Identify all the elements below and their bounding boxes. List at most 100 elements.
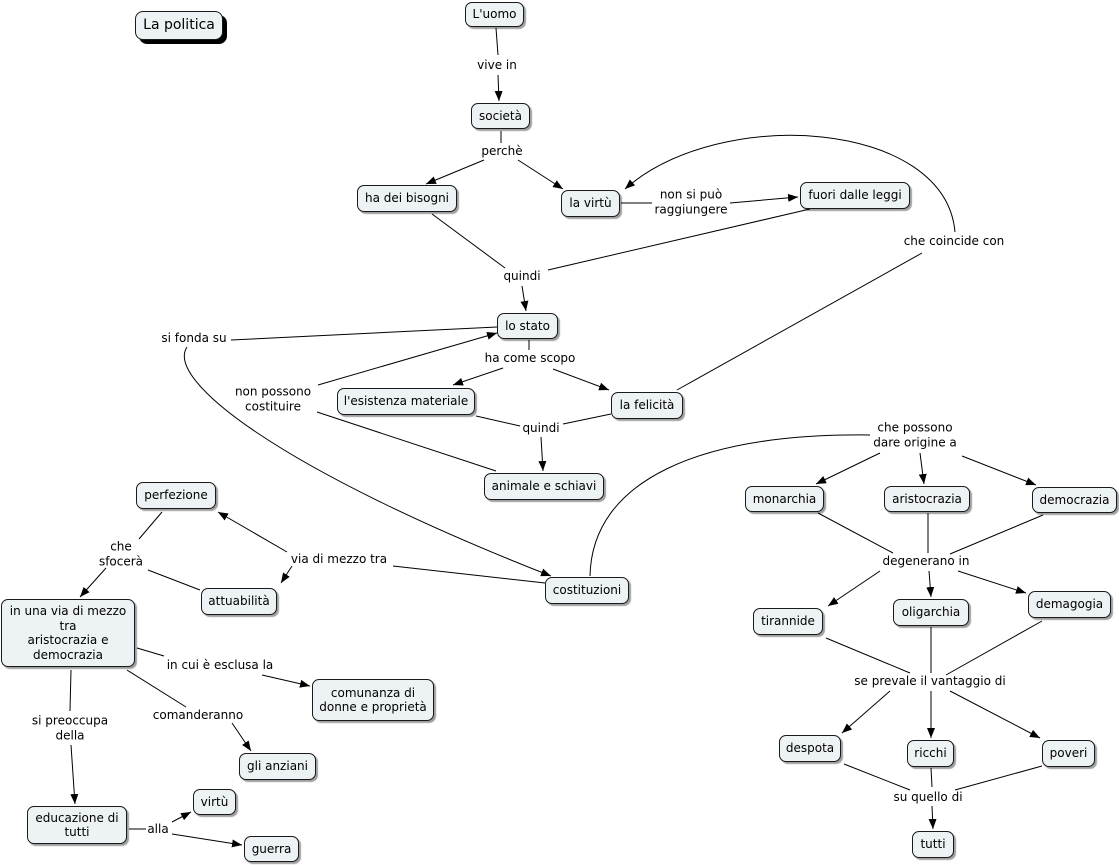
link-alla: alla [147,821,169,836]
concept-despota: despota [779,735,841,762]
link-se-prevale-il-vantaggio-di: se prevale il vantaggio di [854,673,1006,688]
line-poveri-to-su-quello [954,765,1043,791]
line-felicita-to-coincide [676,252,923,391]
arrow-su-quello-to-tutti [928,805,937,830]
line-attuabilita-to-sfocera [147,569,201,591]
link-quindi-2: quindi [522,420,560,435]
concept-tutti: tutti [912,831,954,858]
concept-la-felicita: la felicità [611,392,683,419]
line-esistenza-to-quindi [475,415,521,427]
concept-attuabilita: attuabilità [201,588,277,615]
concept-esistenza-materiale: l'esistenza materiale [337,388,475,415]
arrow-coincide-to-virtu [624,134,956,233]
link-si-fonda-su: si fonda su [161,330,227,345]
arrow-quindi-to-stato [520,285,529,312]
concept-oligarchia: oligarchia [893,599,969,626]
arrow-dare-origine-to-democrazia [961,455,1037,486]
concept-comunanza: comunanza di donne e proprietà [312,679,434,721]
line-felicita-to-quindi [562,413,612,425]
arrow-quindi-to-animale [538,436,547,472]
arrow-comanderanno-to-anziani [231,722,252,752]
link-comanderanno: comanderanno [152,707,244,722]
arrow-preoccupa-to-educazione [70,744,79,805]
link-che-possono-dare-origine-a: che possono dare origine a [873,420,957,450]
link-quindi-1: quindi [503,268,541,283]
link-ha-come-scopo: ha come scopo [484,350,576,365]
arrow-alla-to-virtu [171,811,192,823]
arrow-sfocera-to-via-mezzo [79,567,107,598]
arrow-non-si-puo-to-leggi [729,193,799,204]
link-si-preoccupa-della: si preoccupa della [31,713,109,743]
arrow-alla-to-guerra [171,833,243,848]
link-vive-in: vive in [477,57,517,72]
arrow-scopo-to-esistenza [452,367,504,386]
line-perfezione-to-sfocera [138,511,163,540]
line-monarchia-to-degenerano [817,512,894,554]
link-in-cui-e-esclusa-la: in cui è esclusa la [166,657,274,672]
line-via-mezzo-to-preoccupa [69,669,72,712]
link-su-quello-di: su quello di [893,789,963,804]
arrow-degenerano-to-oligarchia [926,570,935,598]
line-ricchi-to-su-quello [930,767,933,788]
line-stato-to-fonda [230,326,498,341]
arrow-non-possono-to-stato [317,331,498,386]
arrow-degenerano-to-demagogia [957,570,1027,594]
arrow-degenerano-to-tirannide [827,570,881,607]
link-perche: perchè [481,143,523,158]
line-via-mezzo-to-esclusa [136,647,165,657]
link-non-possono-costituire: non possono costituire [234,384,312,414]
link-non-si-puo-raggiungere: non si può raggiungere [654,187,728,217]
arrow-vive-in-to-societa [494,74,503,102]
concept-societa: società [471,103,530,129]
concept-la-virtu: la virtù [561,190,620,217]
concept-ha-dei-bisogni: ha dei bisogni [357,185,457,212]
concept-virtu: virtù [193,789,236,815]
line-via-mezzo-to-comanderanno [126,669,187,708]
arrow-esclusa-to-comunanza [261,674,311,688]
concept-demagogia: demagogia [1028,591,1111,618]
connectors [69,27,1044,848]
concept-luomo: L'uomo [465,2,524,27]
link-che-coincide-con: che coincide con [903,233,1005,248]
line-democrazia-to-degenerano [949,514,1044,555]
line-despota-to-su-quello [843,763,911,791]
link-che-sfocera: che sfocerà [98,539,144,569]
arrow-scopo-to-felicita [552,368,610,391]
concept-via-di-mezzo: in una via di mezzo tra aristocrazia e d… [1,599,135,667]
arrow-prevale-to-poveri [949,690,1041,739]
concept-fuori-dalle-leggi: fuori dalle leggi [800,182,910,209]
concept-gli-anziani: gli anziani [239,753,316,780]
concept-lo-stato: lo stato [497,313,558,339]
concept-democrazia: democrazia [1032,487,1117,513]
concept-perfezione: perfezione [136,482,216,509]
line-bisogni-to-quindi [431,213,506,269]
arrow-dare-origine-to-aristocrazia [918,452,927,485]
arrow-perche-to-bisogni [425,159,485,185]
line-tirannide-to-prevale [825,637,911,674]
line-animale-to-non-possono [316,411,497,472]
arrow-perche-to-virtu [517,159,564,190]
concept-aristocrazia: aristocrazia [884,486,970,512]
concept-poveri: poveri [1042,740,1095,767]
arrow-dare-origine-to-monarchia [815,452,881,485]
map-title: La politica [135,11,223,40]
concept-guerra: guerra [244,836,299,862]
line-costituzioni-to-dare-origine [589,434,871,577]
concept-ricchi: ricchi [907,740,954,767]
line-demagogia-to-prevale [945,620,1043,676]
link-degenerano-in: degenerano in [882,553,970,568]
concept-monarchia: monarchia [745,486,824,512]
concept-tirannide: tirannide [753,608,823,635]
concept-animale-e-schiavi: animale e schiavi [484,473,604,500]
line-costituzioni-to-via-mezzo-tra [392,565,546,584]
arrow-prevale-to-despota [841,690,891,734]
line-leggi-to-quindi [547,208,811,271]
arrow-via-mezzo-tra-to-perfezione [217,511,288,553]
arrow-via-mezzo-tra-to-attuabilita [280,565,293,584]
concept-costituzioni: costituzioni [545,577,629,604]
arrow-fonda-to-costituzioni [183,346,552,577]
link-via-di-mezzo-tra: via di mezzo tra [290,551,388,566]
line-luomo-to-vive-in [495,27,499,56]
